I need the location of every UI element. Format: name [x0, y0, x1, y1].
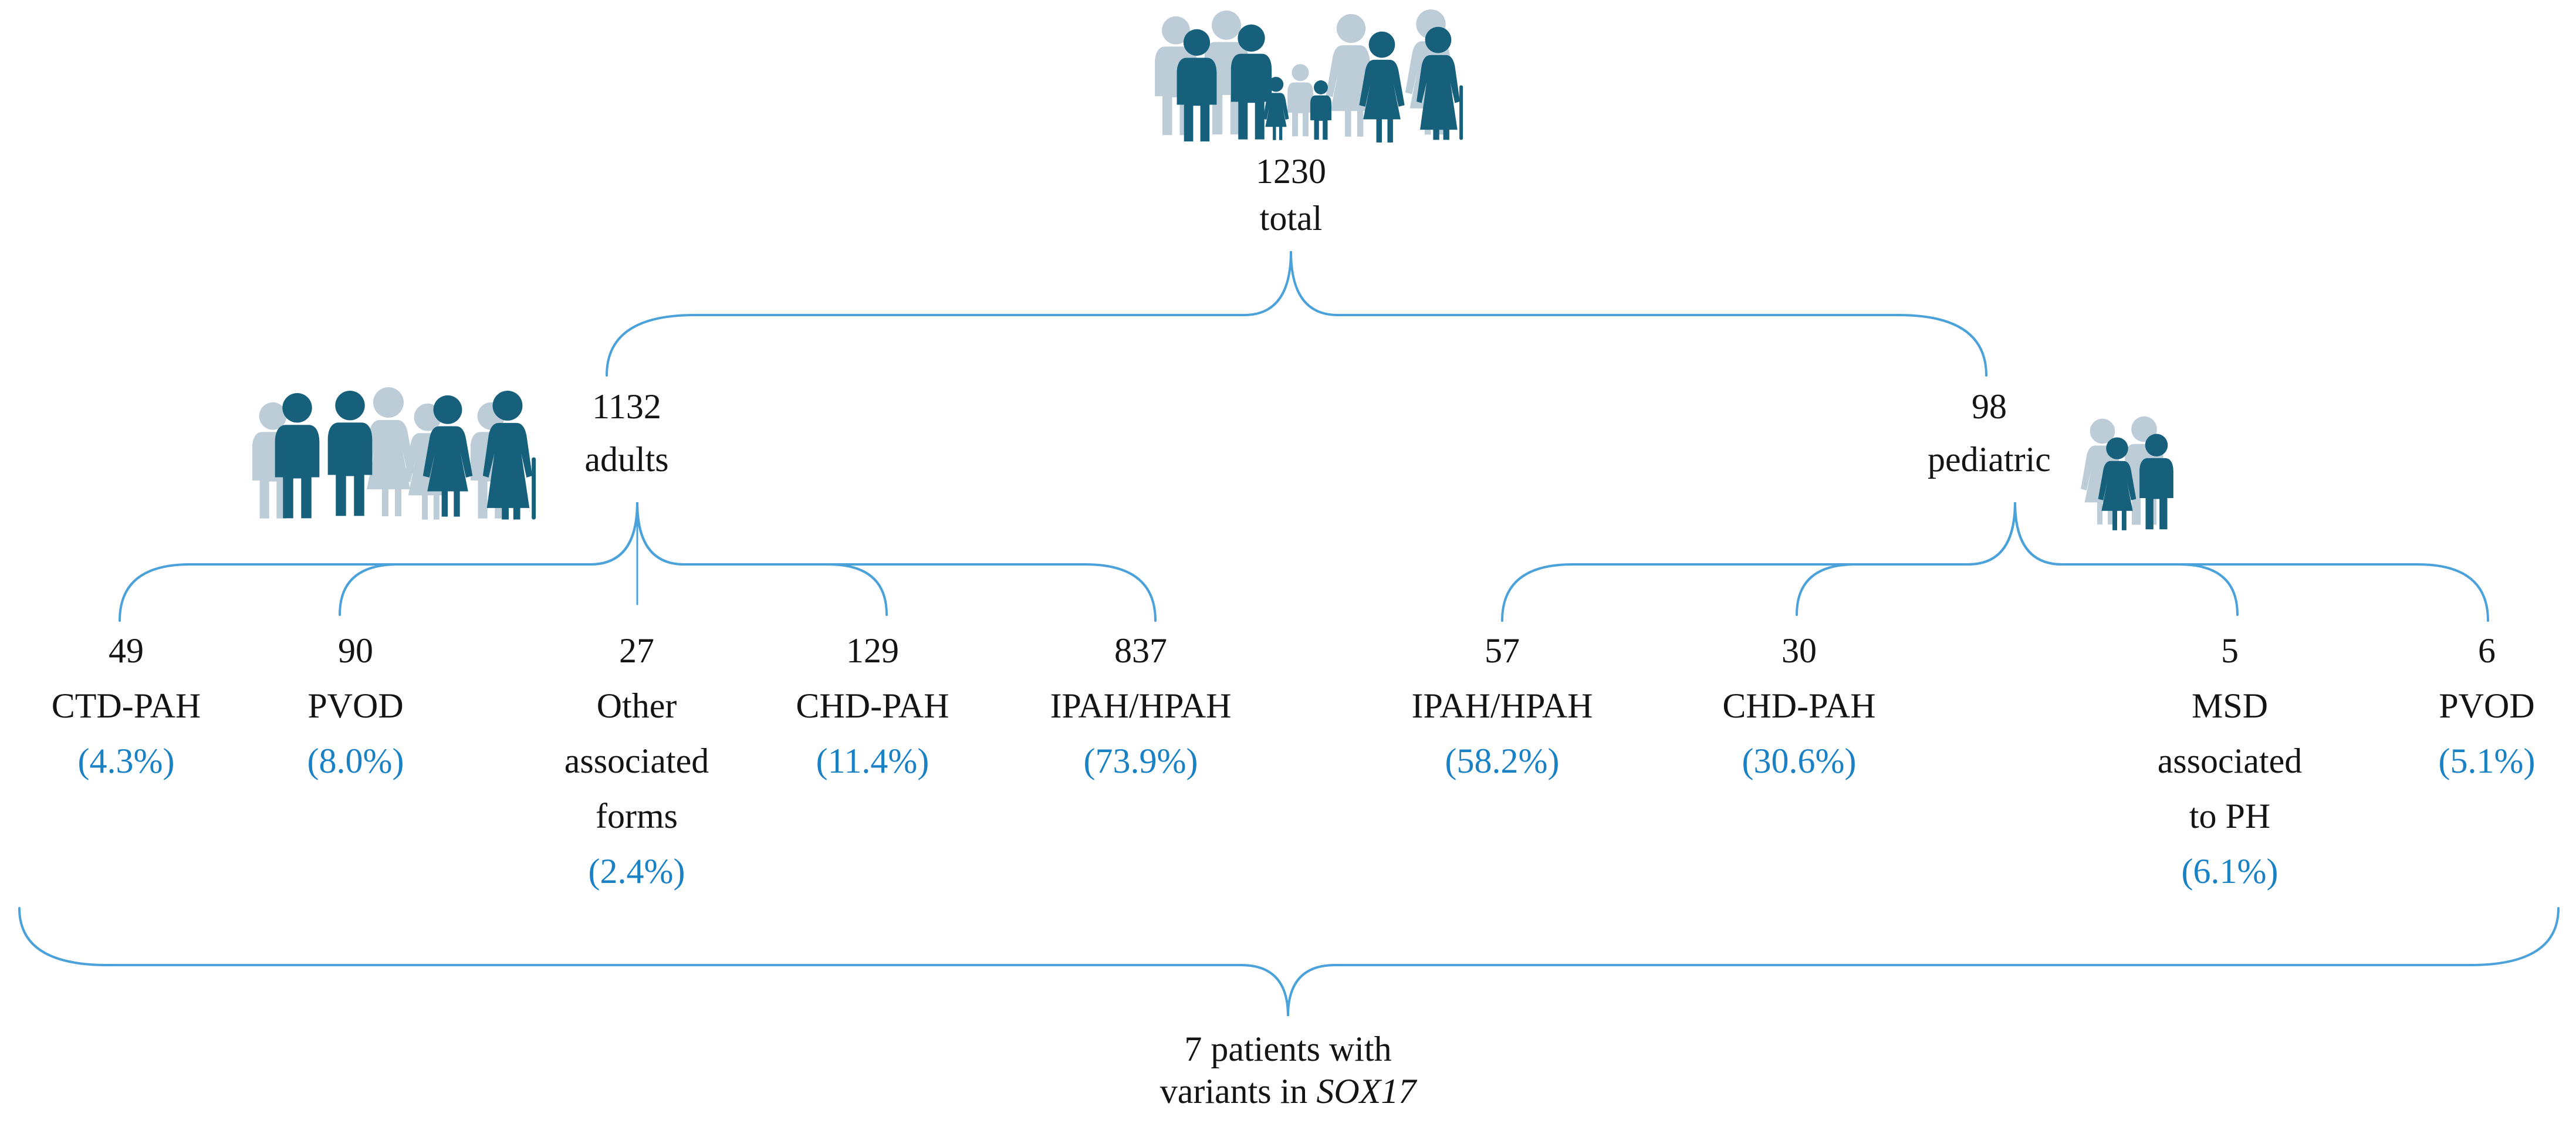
leaf-label: PVOD — [307, 686, 404, 725]
leaf-percent: (11.4%) — [816, 742, 929, 780]
leaf-msd-ph: 5 MSD associated to PH (6.1%) — [2065, 623, 2394, 899]
leaf-value: 30 — [1781, 631, 1817, 670]
leaf-value: 27 — [619, 631, 654, 670]
leaf-percent: (6.1%) — [2181, 852, 2278, 891]
leaf-label: associated — [564, 742, 709, 780]
leaf-other-forms: 27 Other associated forms (2.4%) — [472, 623, 801, 899]
leaf-label: Other — [596, 686, 677, 725]
leaf-pvod-pediatric: 6 PVOD (5.1%) — [2323, 623, 2576, 788]
leaf-label: associated — [2157, 742, 2303, 780]
brace-total-split — [606, 251, 1987, 377]
total-label: total — [1259, 199, 1323, 238]
leaf-value: 49 — [109, 631, 144, 670]
leaf-label: PVOD — [2439, 686, 2535, 725]
leaf-value: 6 — [2478, 631, 2496, 670]
brace-pediatric-narrow — [1796, 502, 2239, 616]
leaf-label: CTD-PAH — [51, 686, 201, 725]
total-value: 1230 — [1256, 152, 1326, 191]
brace-pediatric-wide — [1501, 502, 2489, 622]
leaf-label: CHD-PAH — [796, 686, 949, 725]
leaf-label: MSD — [2191, 686, 2269, 725]
sox17-summary-prefix: variants in — [1159, 1072, 1317, 1111]
brace-adults-narrow — [339, 502, 888, 616]
leaf-percent: (30.6%) — [1742, 742, 1857, 780]
sox17-gene-name: SOX17 — [1316, 1072, 1417, 1111]
leaf-percent: (58.2%) — [1445, 742, 1560, 780]
leaf-label: to PH — [2189, 797, 2271, 835]
pediatric-value: 98 — [1972, 387, 2007, 426]
total-people-group-icon — [1155, 9, 1463, 143]
leaf-value: 90 — [338, 631, 373, 670]
leaf-label: forms — [596, 797, 678, 835]
sox17-summary-line1: 7 patients with — [1184, 1030, 1392, 1068]
leaf-label: CHD-PAH — [1722, 686, 1876, 725]
adults-node: 1132 adults — [421, 380, 832, 486]
sox17-summary: 7 patients with variants in SOX17 — [995, 1028, 1581, 1112]
leaf-label: IPAH/HPAH — [1411, 686, 1593, 725]
total-node: 1230 total — [1086, 148, 1496, 242]
pediatric-label: pediatric — [1928, 440, 2051, 479]
leaf-value: 129 — [846, 631, 899, 670]
person-child-icon — [1287, 64, 1313, 137]
leaf-chd-pah-pediatric: 30 CHD-PAH (30.6%) — [1635, 623, 1963, 788]
leaf-ctd-pah: 49 CTD-PAH (4.3%) — [0, 623, 290, 788]
leaf-value: 837 — [1114, 631, 1167, 670]
adults-label: adults — [584, 440, 669, 479]
leaf-label: IPAH/HPAH — [1050, 686, 1232, 725]
leaf-chd-pah-adult: 129 CHD-PAH (11.4%) — [708, 623, 1037, 788]
brace-sox17-bottom — [18, 907, 2560, 1017]
leaf-pvod-adult: 90 PVOD (8.0%) — [191, 623, 520, 788]
person-female-icon — [1359, 31, 1405, 143]
leaf-percent: (5.1%) — [2438, 742, 2536, 780]
leaf-percent: (2.4%) — [588, 852, 685, 891]
leaf-percent: (4.3%) — [77, 742, 175, 780]
leaf-percent: (73.9%) — [1083, 742, 1198, 780]
leaf-value: 57 — [1485, 631, 1520, 670]
sox17-summary-line2: variants in SOX17 — [995, 1070, 1581, 1112]
leaf-percent: (8.0%) — [307, 742, 404, 780]
leaf-ipah-hpah-adult: 837 IPAH/HPAH (73.9%) — [976, 623, 1305, 788]
leaf-ipah-hpah-pediatric: 57 IPAH/HPAH (58.2%) — [1338, 623, 1666, 788]
person-male-icon — [327, 390, 373, 516]
leaf-value: 5 — [2221, 631, 2239, 670]
adults-value: 1132 — [592, 387, 661, 426]
pediatric-node: 98 pediatric — [1784, 380, 2195, 486]
